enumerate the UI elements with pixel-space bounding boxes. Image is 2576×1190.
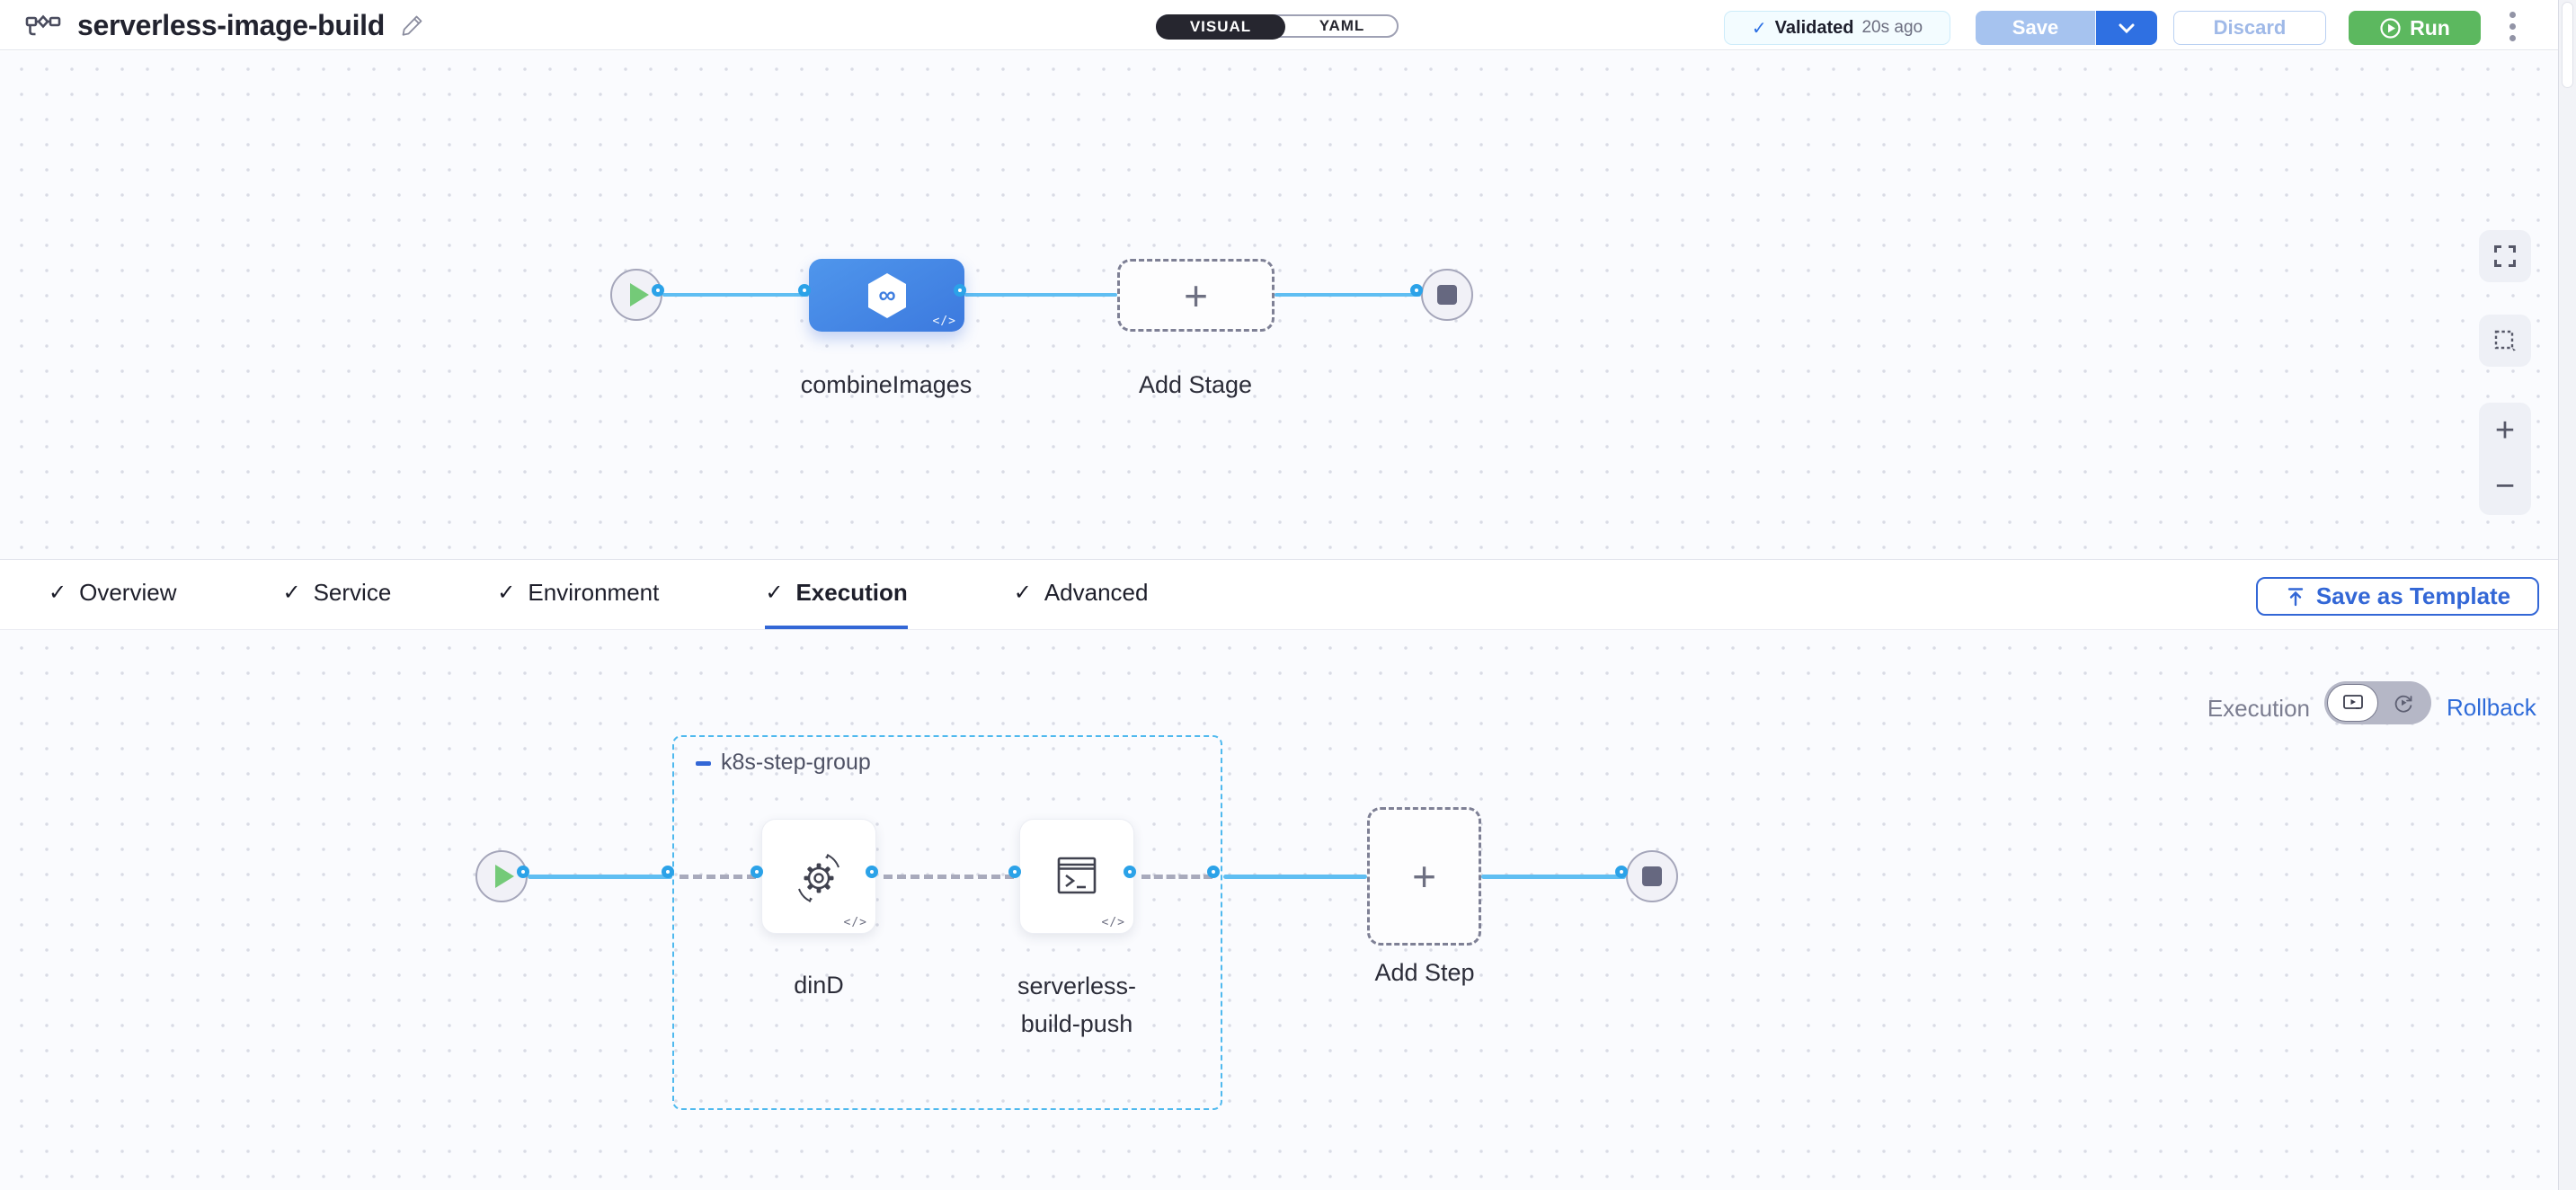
scrollbar-thumb[interactable] [2562, 2, 2573, 88]
connector-point[interactable] [1124, 866, 1136, 878]
stop-icon [1437, 285, 1457, 305]
rollback-link[interactable]: Rollback [2447, 694, 2536, 721]
check-icon: ✓ [497, 581, 516, 605]
stage-card-combineimages[interactable]: ∞ </> [809, 259, 964, 332]
connector-line [1275, 293, 1421, 297]
connector-point[interactable] [1008, 866, 1021, 878]
stage-label[interactable]: combineImages [800, 371, 973, 398]
execution-view-label: Execution [2207, 695, 2310, 722]
stage-canvas[interactable]: ∞ </> + combineImages Add Stage [0, 51, 2558, 559]
ci-stage-hexagon-icon: ∞ [865, 271, 910, 320]
upload-icon [2285, 586, 2306, 608]
tab-environment[interactable]: ✓ Environment [497, 579, 660, 606]
toggle-visual[interactable]: VISUAL [1156, 14, 1285, 40]
multi-select-button[interactable] [2479, 315, 2531, 367]
connector-point[interactable] [1410, 284, 1423, 297]
add-step-label[interactable]: Add Step [1374, 959, 1475, 986]
check-icon: ✓ [765, 581, 784, 605]
pipeline-graph-icon [25, 11, 61, 40]
connector-point[interactable] [1615, 866, 1628, 878]
save-split-button: Save [1976, 11, 2157, 45]
discard-button[interactable]: Discard [2173, 11, 2326, 45]
visual-yaml-toggle[interactable]: VISUAL YAML [1156, 14, 1399, 40]
execution-rollback-toggle[interactable] [2324, 681, 2431, 724]
step-group-k8s[interactable]: k8s-step-group [672, 735, 1222, 1110]
play-icon [629, 283, 649, 306]
add-step-button[interactable]: + [1367, 807, 1481, 946]
connector-point[interactable] [662, 866, 674, 878]
connector-line-dashed [680, 875, 756, 879]
step-group-label: k8s-step-group [721, 750, 871, 775]
save-options-button[interactable] [2096, 11, 2157, 45]
code-badge: </> [1101, 916, 1125, 929]
connector-line-dashed [884, 875, 1014, 879]
code-badge: </> [932, 315, 956, 328]
add-stage-label[interactable]: Add Stage [1138, 371, 1253, 398]
plus-icon: + [1412, 853, 1436, 900]
step-label-serverless-build-push[interactable]: serverless-build-push [1017, 972, 1137, 1037]
connector-point[interactable] [751, 866, 763, 878]
connector-line [528, 875, 672, 879]
connector-point[interactable] [866, 866, 878, 878]
save-as-template-button[interactable]: Save as Template [2256, 577, 2539, 616]
code-badge: </> [843, 916, 867, 929]
connector-point[interactable] [954, 284, 966, 297]
execution-view-button[interactable] [2327, 684, 2378, 722]
tab-service[interactable]: ✓ Service [282, 579, 392, 606]
stop-icon [1642, 866, 1662, 886]
connector-line-dashed [1141, 875, 1212, 879]
step-label-dind[interactable]: dinD [794, 972, 844, 999]
zoom-in-button[interactable]: + [2494, 411, 2516, 449]
plus-icon: + [1184, 271, 1208, 319]
add-stage-button[interactable]: + [1117, 259, 1275, 332]
connector-line [1223, 875, 1367, 879]
play-circle-icon [2379, 17, 2402, 40]
kebab-menu-icon[interactable] [2506, 10, 2518, 42]
check-icon: ✓ [1013, 581, 1032, 605]
connector-point[interactable] [798, 284, 811, 297]
tab-execution[interactable]: ✓ Execution [765, 560, 908, 629]
stage-config-tabbar: ✓ Overview ✓ Service ✓ Environment ✓ Exe… [0, 559, 2558, 630]
fullscreen-button[interactable] [2479, 230, 2531, 282]
execution-end-node [1626, 850, 1678, 902]
terminal-icon [1051, 850, 1103, 902]
play-icon [494, 865, 514, 888]
connector-point[interactable] [1207, 866, 1220, 878]
connector-point[interactable] [517, 866, 529, 878]
vertical-scrollbar[interactable] [2558, 0, 2576, 1190]
collapse-minus-icon[interactable] [696, 761, 711, 766]
connector-line [662, 293, 809, 297]
validation-badge[interactable]: ✓ Validated 20s ago [1724, 11, 1950, 45]
run-button[interactable]: Run [2349, 11, 2481, 45]
tab-advanced[interactable]: ✓ Advanced [1013, 579, 1149, 606]
validated-time: 20s ago [1861, 18, 1923, 37]
connector-point[interactable] [652, 284, 664, 297]
check-icon: ✓ [282, 581, 301, 605]
zoom-controls: + − [2479, 403, 2531, 515]
docker-in-docker-gear-icon [791, 848, 847, 904]
page-title: serverless-image-build [77, 8, 385, 41]
step-card-dind[interactable]: </> [761, 819, 876, 934]
check-icon: ✓ [1751, 18, 1767, 39]
check-icon: ✓ [49, 581, 67, 605]
toggle-yaml[interactable]: YAML [1319, 17, 1365, 34]
save-button[interactable]: Save [1976, 11, 2096, 45]
connector-line [1481, 875, 1626, 879]
tab-overview[interactable]: ✓ Overview [49, 579, 177, 606]
step-card-serverless-build-push[interactable]: </> [1019, 819, 1134, 934]
zoom-out-button[interactable]: − [2494, 467, 2516, 506]
execution-canvas[interactable]: Execution Rollback k8s-step-group [0, 630, 2558, 1190]
rollback-view-button[interactable] [2378, 692, 2429, 714]
connector-line [964, 293, 1117, 297]
chevron-down-icon [2119, 23, 2135, 33]
svg-text:∞: ∞ [878, 281, 895, 308]
edit-pencil-icon[interactable] [401, 13, 424, 37]
pipeline-end-node [1421, 269, 1473, 321]
header: serverless-image-build VISUAL YAML ✓ Val… [0, 0, 2558, 50]
